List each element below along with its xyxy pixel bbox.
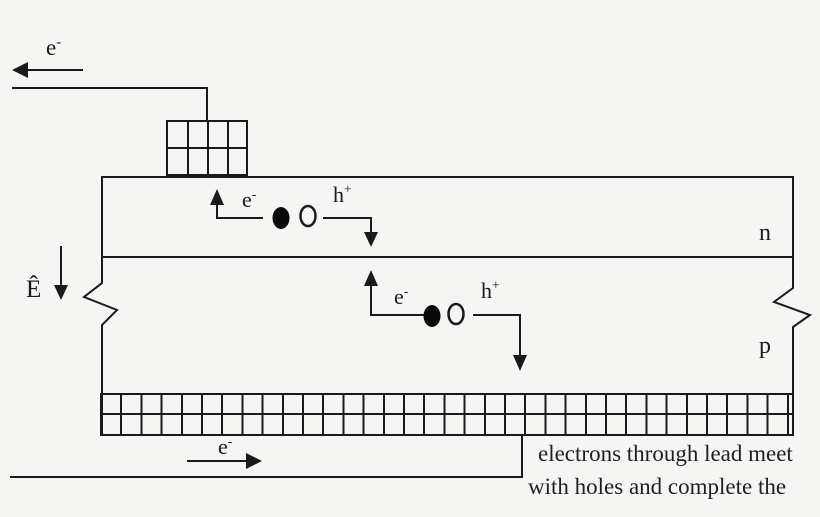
hole-label-base: h	[481, 278, 492, 303]
electron-label-base: e	[242, 187, 252, 212]
electron-label-sup: -	[227, 433, 233, 449]
efield-label: Ê	[26, 276, 42, 303]
electron-label-sup: -	[56, 34, 61, 51]
electron-label-base: e	[394, 284, 404, 309]
n-electron-arrow-head	[210, 189, 224, 205]
electron-label-base: e	[46, 35, 57, 60]
p-hole-arrow-head	[513, 355, 527, 371]
efield-arrow-head	[54, 285, 68, 300]
p-hole-arrow-line	[473, 314, 521, 356]
bottom-contact-grid	[100, 393, 794, 436]
electron-label-bottom: e-	[218, 433, 233, 459]
p-electron-dot	[423, 305, 441, 327]
hole-label-sup: +	[344, 181, 352, 197]
electron-flow-arrow-top-head	[12, 62, 28, 78]
electron-label-p-region: e-	[394, 283, 409, 309]
p-region-label: p	[759, 333, 771, 359]
cell-outline	[82, 176, 813, 435]
n-region-label: n	[759, 220, 771, 246]
p-electron-arrow-line	[370, 281, 426, 316]
n-electron-dot	[272, 207, 290, 229]
external-wire-top	[12, 87, 208, 121]
hole-label-n-region: h+	[333, 181, 352, 207]
hole-label-base: h	[333, 182, 344, 207]
n-hole-arrow-head	[364, 232, 378, 247]
hole-label-sup: +	[492, 277, 500, 293]
p-electron-arrow-head	[364, 270, 378, 286]
p-hole-dot	[447, 302, 465, 326]
electron-label-top-left: e-	[46, 34, 61, 60]
hole-label-p-region: h+	[481, 277, 500, 303]
external-wire-bottom	[10, 436, 523, 478]
n-hole-arrow-line	[323, 217, 372, 234]
electron-label-sup: -	[251, 186, 257, 202]
caption-line-2: with holes and complete the	[528, 474, 787, 499]
electron-flow-arrow-bottom-head	[246, 453, 262, 469]
electron-label-base: e	[218, 434, 228, 459]
n-hole-dot	[299, 204, 317, 228]
electron-label-sup: -	[403, 283, 409, 299]
electron-label-n-region: e-	[242, 186, 257, 212]
caption-line-1: electrons through lead meet	[538, 441, 793, 466]
